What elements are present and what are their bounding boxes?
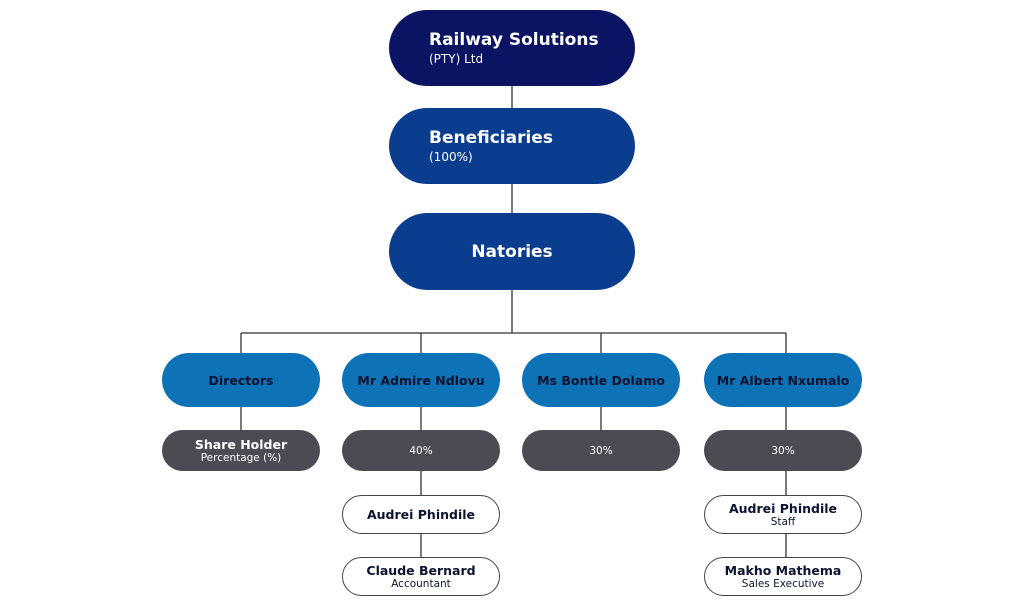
staff-role: Staff [770, 515, 796, 528]
staff-node: Claude Bernard Accountant [342, 557, 500, 596]
directors-node: Directors [162, 353, 320, 407]
company-node: Railway Solutions (PTY) Ltd [389, 10, 635, 86]
director-name: Mr Albert Nxumalo [716, 372, 850, 388]
staff-name: Claude Bernard [366, 562, 476, 578]
director-node-ndlovu: Mr Admire Ndlovu [342, 353, 500, 407]
director-name: Ms Bontle Dolamo [537, 372, 665, 388]
directors-label: Directors [208, 372, 274, 388]
staff-node: Audrei Phindile Staff [704, 495, 862, 534]
beneficiaries-share: (100%) [429, 149, 473, 164]
staff-node: Audrei Phindile [342, 495, 500, 534]
director-node-nxumalo: Mr Albert Nxumalo [704, 353, 862, 407]
share-percentage: 40% [409, 444, 433, 457]
staff-name: Makho Mathema [724, 562, 842, 578]
natories-node: Natories [389, 213, 635, 290]
natories-label: Natories [471, 241, 553, 262]
staff-node: Makho Mathema Sales Executive [704, 557, 862, 596]
staff-name: Audrei Phindile [728, 500, 838, 516]
staff-role: Accountant [391, 577, 451, 590]
share-badge-nxumalo: 30% [704, 430, 862, 471]
share-badge-dolamo: 30% [522, 430, 680, 471]
share-percentage: 30% [589, 444, 613, 457]
staff-name: Audrei Phindile [366, 506, 476, 522]
company-suffix: (PTY) Ltd [429, 51, 484, 66]
share-holder-title: Share Holder [194, 436, 288, 452]
beneficiaries-label: Beneficiaries [429, 127, 553, 148]
beneficiaries-node: Beneficiaries (100%) [389, 108, 635, 184]
company-name: Railway Solutions [429, 29, 599, 50]
share-badge-ndlovu: 40% [342, 430, 500, 471]
share-holder-subtitle: Percentage (%) [200, 451, 282, 464]
share-holder-legend: Share Holder Percentage (%) [162, 430, 320, 471]
staff-role: Sales Executive [741, 577, 825, 590]
director-name: Mr Admire Ndlovu [357, 372, 485, 388]
director-node-dolamo: Ms Bontle Dolamo [522, 353, 680, 407]
share-percentage: 30% [771, 444, 795, 457]
